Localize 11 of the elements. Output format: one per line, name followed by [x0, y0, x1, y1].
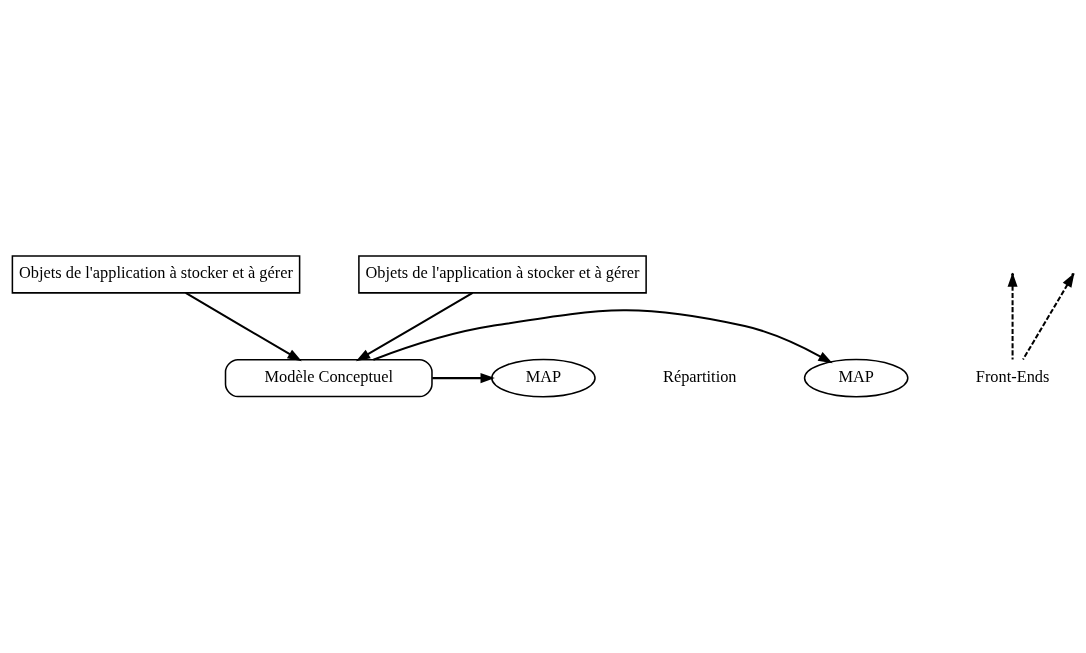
arrow [355, 292, 474, 362]
node-box: Objets de l'application à stocker et à gérer [358, 255, 647, 294]
arrow [432, 373, 495, 384]
node-ellipse: MAP [803, 358, 909, 398]
arrow [373, 309, 833, 364]
node-box: Modèle Conceptuel [224, 358, 433, 398]
node-text: Front-Ends [975, 367, 1050, 387]
node-box: Objets de l'application à stocker et à gérer [11, 255, 301, 294]
node-ellipse: MAP [491, 358, 596, 398]
label: Répartition [663, 367, 737, 387]
arrow [185, 292, 302, 362]
